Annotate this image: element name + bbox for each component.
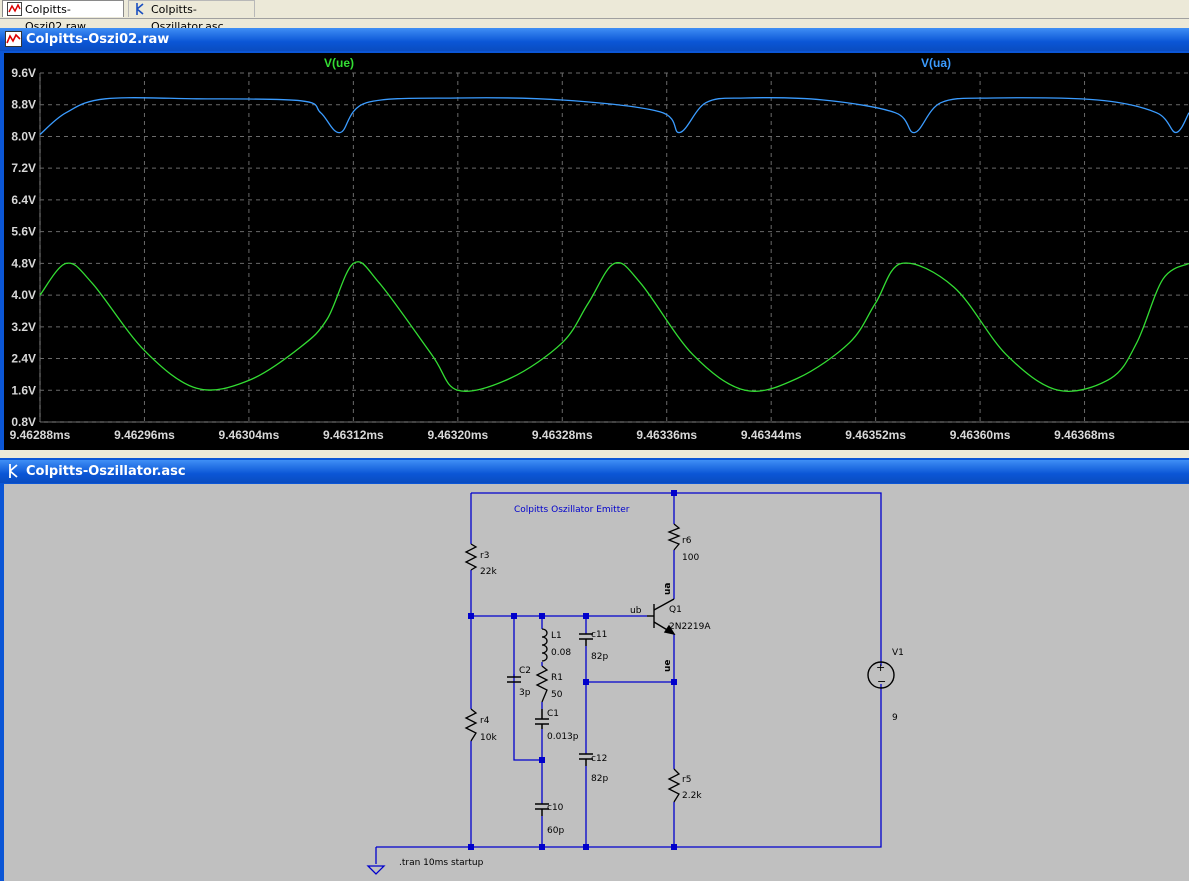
- l1-value: 0.08: [551, 648, 571, 658]
- y-tick-label: 6.4V: [11, 193, 36, 207]
- waveform-window-titlebar[interactable]: Colpitts-Oszi02.raw: [0, 28, 1189, 51]
- window-title: Colpitts-Oszi02.raw: [26, 32, 170, 47]
- net-label-ub: ub: [630, 606, 642, 616]
- c2-value: 3p: [519, 688, 531, 698]
- l1-name: L1: [551, 631, 562, 641]
- x-tick-label: 9.46328ms: [532, 428, 593, 442]
- trace-lines: [39, 97, 1189, 392]
- q1-transistor-symbol: [647, 598, 676, 636]
- r1-value: 50: [551, 690, 563, 700]
- trace-legend: V(ue) V(ua): [324, 56, 951, 70]
- r1-symbol: [535, 665, 549, 703]
- y-tick-label: 9.6V: [11, 66, 36, 80]
- c2-name: C2: [519, 666, 531, 676]
- v1-source-symbol: + −: [867, 661, 895, 689]
- r4-name: r4: [480, 716, 490, 726]
- r1-name: R1: [551, 673, 563, 683]
- c10-value: 60p: [547, 826, 564, 836]
- plot-grid: [39, 72, 1189, 423]
- c11-name: c11: [591, 630, 607, 640]
- y-tick-label: 8.8V: [11, 98, 36, 112]
- window-separator: [0, 450, 1189, 456]
- x-tick-label: 9.46296ms: [114, 428, 175, 442]
- x-tick-label: 9.46360ms: [950, 428, 1011, 442]
- c10-name: c10: [547, 803, 564, 813]
- capacitor-symbols: [507, 633, 593, 816]
- net-label-ue: ue: [663, 659, 673, 672]
- y-tick-label: 8.0V: [11, 129, 36, 143]
- schematic-icon: [136, 3, 144, 15]
- x-tick-label: 9.46320ms: [427, 428, 488, 442]
- tab-schematic[interactable]: Colpitts-Oszillator.asc: [128, 0, 255, 33]
- x-tick-label: 9.46288ms: [10, 428, 71, 442]
- q1-model: 2N2219A: [669, 622, 711, 632]
- y-tick-label: 5.6V: [11, 225, 36, 239]
- c12-name: c12: [591, 754, 607, 764]
- waveform-plot[interactable]: 9.6V 8.8V 8.0V 7.2V 6.4V 5.6V 4.8V 4.0V 3.2V 2.4V…: [4, 53, 1189, 450]
- schematic-icon: [9, 464, 18, 478]
- schematic-window-titlebar[interactable]: Colpitts-Oszillator.asc: [0, 460, 1189, 483]
- waveform-icon: [7, 2, 22, 16]
- trace-vua[interactable]: [39, 97, 1189, 135]
- c11-value: 82p: [591, 652, 608, 662]
- x-tick-label: 9.46344ms: [741, 428, 802, 442]
- y-tick-label: 1.6V: [11, 383, 36, 397]
- x-tick-label: 9.46368ms: [1054, 428, 1115, 442]
- r6-symbol: [667, 523, 681, 551]
- x-tick-label: 9.46352ms: [845, 428, 906, 442]
- svg-text:+: +: [876, 661, 885, 674]
- y-tick-label: 4.8V: [11, 256, 36, 270]
- c1-name: C1: [547, 709, 559, 719]
- r5-name: r5: [682, 775, 691, 785]
- v1-name: V1: [892, 648, 904, 658]
- trace-legend-label[interactable]: V(ue): [324, 56, 354, 70]
- r4-symbol: [464, 708, 478, 742]
- trace-legend-label[interactable]: V(ua): [921, 56, 951, 70]
- wires: [375, 492, 882, 864]
- r6-value: 100: [682, 553, 699, 563]
- v1-value: 9: [892, 713, 898, 723]
- waveform-icon: [5, 31, 22, 47]
- net-label-ua: ua: [663, 583, 673, 595]
- r5-value: 2.2k: [682, 791, 702, 801]
- y-tick-label: 0.8V: [11, 415, 36, 429]
- document-tab-bar: Colpitts-Oszi02.raw Colpitts-Oszillator.…: [0, 0, 1189, 33]
- q1-name: Q1: [669, 605, 682, 615]
- schematic-heading: Colpitts Oszillator Emitter: [514, 505, 630, 515]
- y-tick-label: 3.2V: [11, 320, 36, 334]
- y-axis-ticks: 9.6V 8.8V 8.0V 7.2V 6.4V 5.6V 4.8V 4.0V 3.2V 2.4V…: [11, 66, 36, 429]
- y-tick-label: 7.2V: [11, 161, 36, 175]
- svg-text:−: −: [877, 675, 886, 688]
- r3-symbol: [464, 543, 478, 571]
- y-tick-label: 2.4V: [11, 352, 36, 366]
- junction-dots: [468, 490, 677, 850]
- window-title: Colpitts-Oszillator.asc: [26, 464, 186, 479]
- tab-waveform[interactable]: Colpitts-Oszi02.raw: [2, 0, 124, 33]
- r3-name: r3: [480, 551, 489, 561]
- ground-icon: [366, 865, 386, 875]
- c1-value: 0.013p: [547, 732, 579, 742]
- trace-vue[interactable]: [39, 261, 1189, 392]
- x-tick-label: 9.46336ms: [636, 428, 697, 442]
- r3-value: 22k: [480, 567, 497, 577]
- l1-symbol: [541, 628, 548, 662]
- spice-directive[interactable]: .tran 10ms startup: [399, 858, 484, 868]
- r6-name: r6: [682, 536, 692, 546]
- r4-value: 10k: [480, 733, 497, 743]
- c12-value: 82p: [591, 774, 608, 784]
- y-tick-label: 4.0V: [11, 288, 36, 302]
- x-axis-ticks: 9.46288ms 9.46296ms 9.46304ms 9.46312ms 9.46…: [10, 428, 1116, 442]
- x-tick-label: 9.46304ms: [219, 428, 280, 442]
- resistor-symbols: [464, 523, 681, 803]
- schematic-canvas[interactable]: + − Colpitts Oszillator Emitter .tran 10…: [4, 484, 1189, 881]
- x-tick-label: 9.46312ms: [323, 428, 384, 442]
- r5-symbol: [667, 768, 681, 803]
